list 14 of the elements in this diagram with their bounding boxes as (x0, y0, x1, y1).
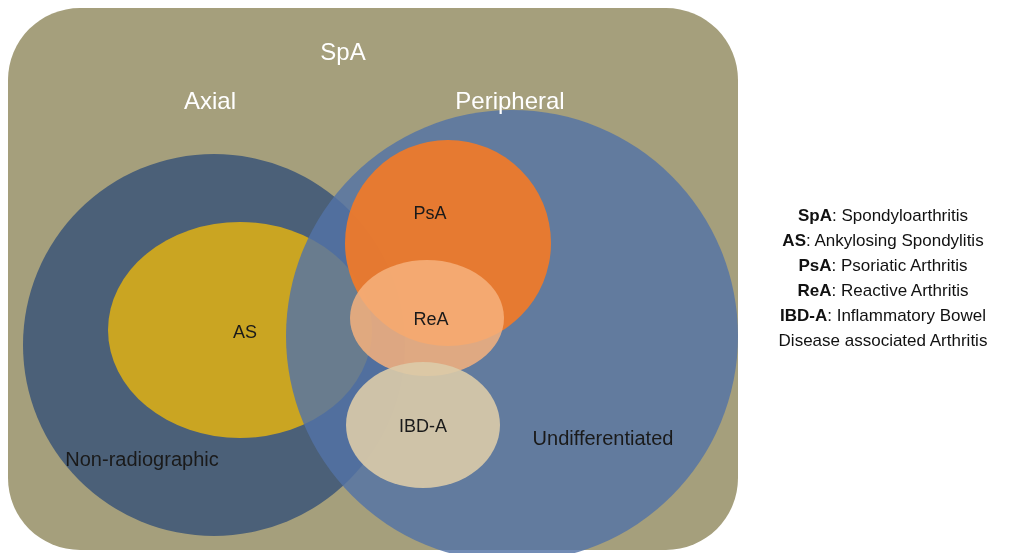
region-label: Peripheral (455, 87, 565, 115)
abbreviation-definition: IBD-A: Inflammatory Bowel Disease associated Arthritis (777, 305, 989, 352)
region-label: IBD-A (399, 415, 447, 437)
subgroup-label: Undifferentiated (532, 426, 674, 450)
region-label: ReA (413, 308, 449, 330)
subgroup-label: Non-radiographic (65, 447, 219, 471)
abbreviation-definition: SpA: Spondyloarthritis (796, 205, 970, 227)
region-label: Axial (184, 87, 236, 115)
region-label: PsA (413, 202, 447, 224)
region-label: AS (233, 321, 257, 343)
abbreviation-definition: AS: Ankylosing Spondylitis (781, 230, 985, 252)
abbreviation-definition: PsA: Psoriatic Arthritis (797, 255, 969, 277)
abbreviation-definition: ReA: Reactive Arthritis (796, 280, 970, 302)
region-label: SpA (320, 38, 366, 66)
